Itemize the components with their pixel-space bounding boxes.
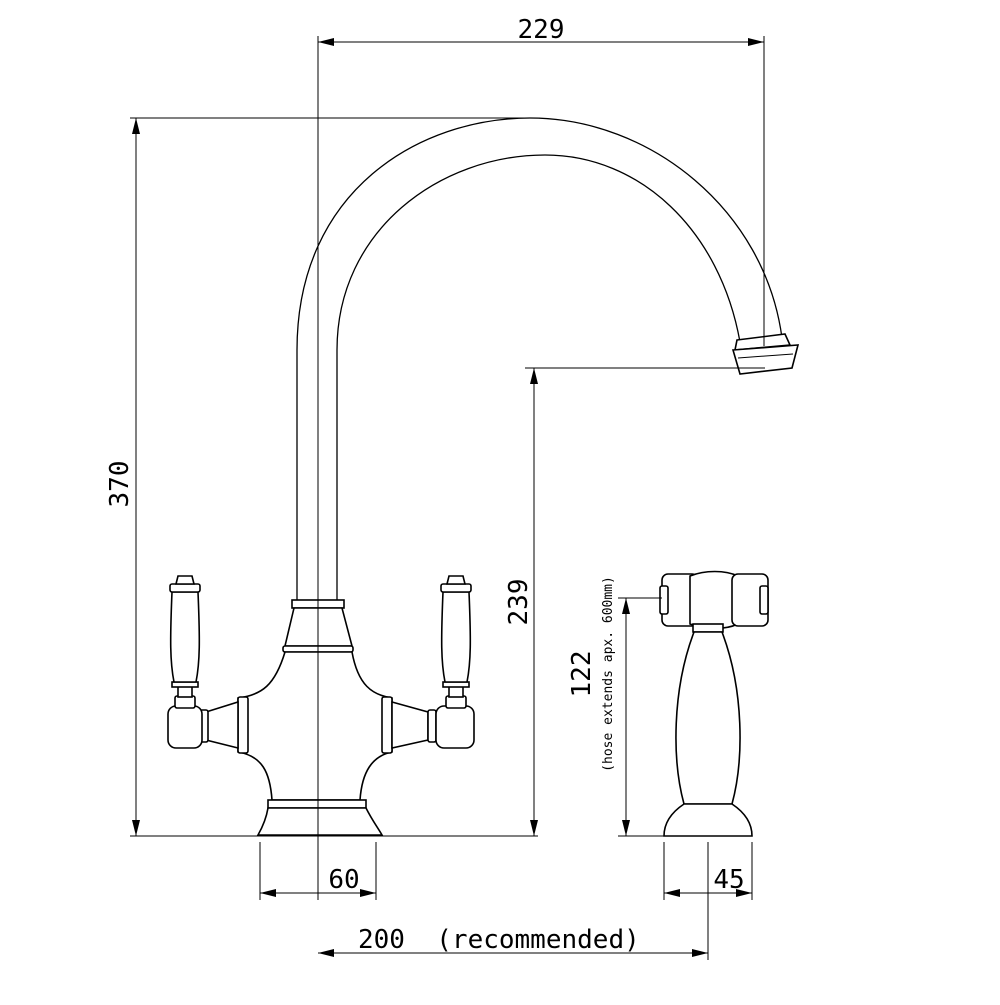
dim-60-label: 60 — [328, 865, 359, 895]
right-lever-handle — [381, 575, 475, 754]
side-spray — [659, 570, 769, 837]
dim-200-label: 200 (recommended) — [358, 925, 640, 955]
spout-nozzle — [731, 333, 800, 375]
left-lever-handle — [167, 575, 249, 754]
dimension-lines — [130, 36, 765, 960]
dim-122-label: 122 — [567, 651, 597, 698]
spout-inner — [336, 154, 741, 600]
dim-370-label: 370 — [105, 461, 135, 508]
dim-45-label: 45 — [713, 865, 744, 895]
dimension-labels: 229 370 239 60 200 (recommended) 122 (ho… — [105, 15, 745, 955]
hose-note-label: (hose extends apx. 600mm) — [601, 576, 616, 772]
dim-239-label: 239 — [504, 579, 534, 626]
spout-outer — [296, 117, 783, 600]
dim-229-label: 229 — [518, 15, 565, 45]
tap-body — [237, 599, 393, 836]
